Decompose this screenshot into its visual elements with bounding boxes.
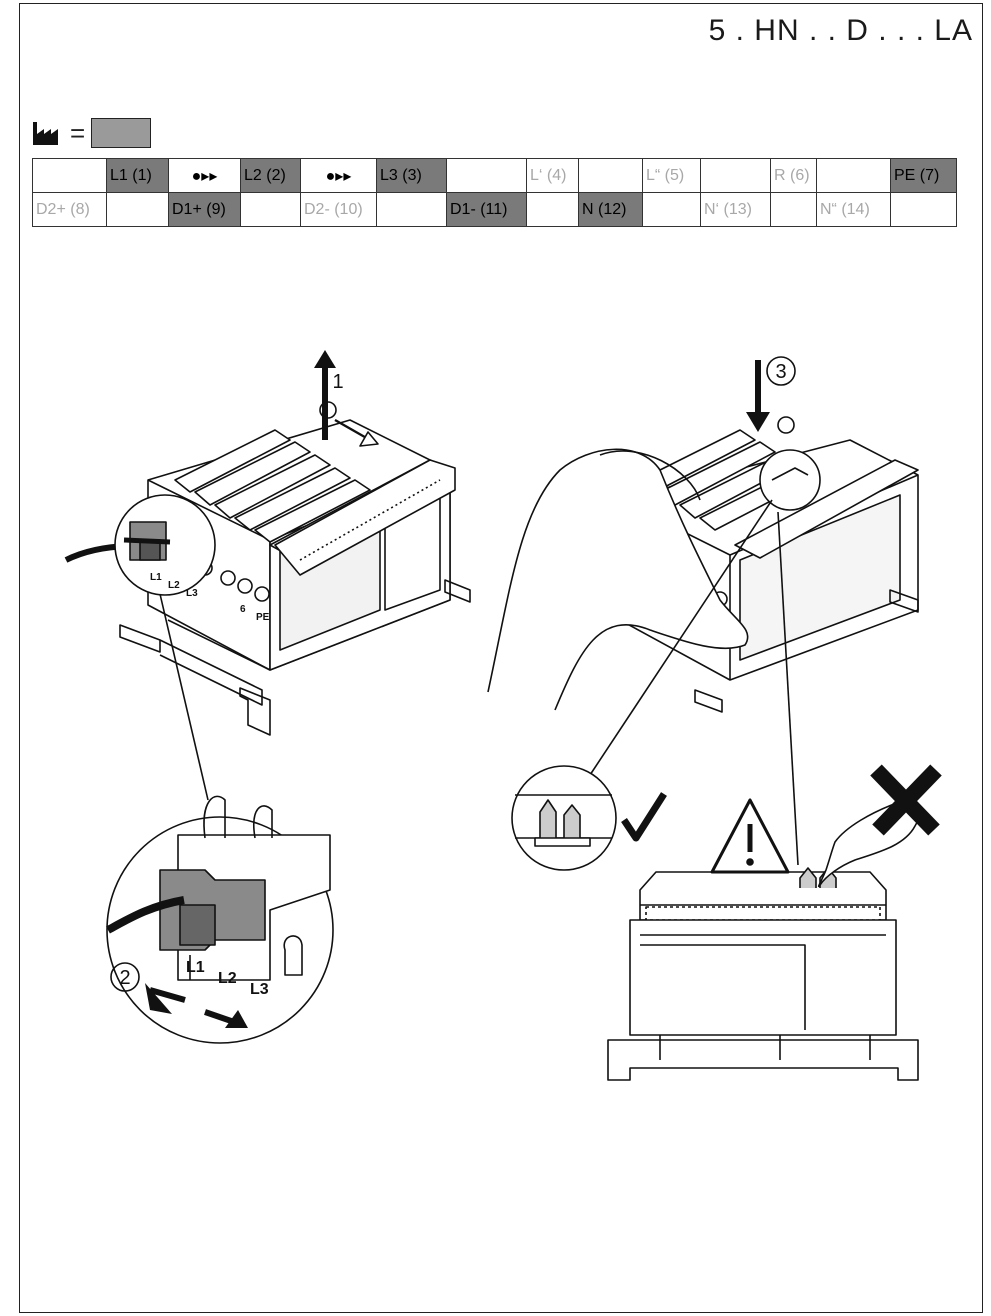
- step-1-label: 1: [332, 371, 343, 393]
- step-2-label: 2: [119, 967, 130, 989]
- pin-cell: L1 (1): [106, 158, 169, 193]
- device-label-l3: L3: [186, 588, 198, 599]
- pin-cell: [890, 192, 957, 227]
- pin-cell: L2 (2): [240, 158, 301, 193]
- factory-legend: =: [32, 117, 152, 149]
- callout-label-l2: L2: [218, 970, 237, 987]
- latch-wrong-detail: [607, 764, 942, 1081]
- pin-cell: PE (7): [890, 158, 957, 193]
- pin-cell: ●▸▸: [300, 158, 377, 193]
- pin-cell: D1+ (9): [168, 192, 241, 227]
- meter-device-left: [64, 350, 471, 736]
- legend-equals: =: [70, 117, 86, 148]
- callout-label-l3: L3: [250, 981, 269, 998]
- pin-cell: ●▸▸: [168, 158, 241, 193]
- pin-cell: [106, 192, 169, 227]
- step-3-label: 3: [775, 361, 786, 383]
- pin-cell: [700, 158, 771, 193]
- pin-cell: N‘ (13): [700, 192, 771, 227]
- pin-cell: [642, 192, 701, 227]
- legend-swatch: [91, 118, 152, 148]
- pin-cell: L3 (3): [376, 158, 447, 193]
- device-label-pe: PE: [256, 612, 270, 623]
- pin-cell: [240, 192, 301, 227]
- meter-device-right: [487, 356, 919, 713]
- device-label-l1: L1: [150, 572, 162, 583]
- device-label-l2: L2: [168, 580, 180, 591]
- page-frame: [19, 3, 983, 1313]
- pin-assignment-table: L1 (1)●▸▸L2 (2)●▸▸L3 (3)L‘ (4)L“ (5)R (6…: [32, 158, 957, 227]
- pin-cell: N“ (14): [816, 192, 891, 227]
- pin-cell: R (6): [770, 158, 817, 193]
- callout-label-l1: L1: [186, 959, 205, 976]
- factory-icon: [33, 122, 58, 145]
- latch-correct-detail: [511, 765, 617, 871]
- pin-cell: D1- (11): [446, 192, 527, 227]
- pin-cell: N (12): [578, 192, 643, 227]
- model-code: 5 . HN . . D . . . LA: [708, 14, 973, 47]
- device-label-6: 6: [240, 604, 246, 615]
- connector-detail-zoom: [106, 795, 334, 1044]
- pin-table-row: D2+ (8)D1+ (9)D2- (10)D1- (11)N (12)N‘ (…: [32, 192, 957, 227]
- pin-cell: [32, 158, 107, 193]
- pin-cell: [770, 192, 817, 227]
- pin-table-row: L1 (1)●▸▸L2 (2)●▸▸L3 (3)L‘ (4)L“ (5)R (6…: [32, 158, 957, 193]
- pin-cell: D2+ (8): [32, 192, 107, 227]
